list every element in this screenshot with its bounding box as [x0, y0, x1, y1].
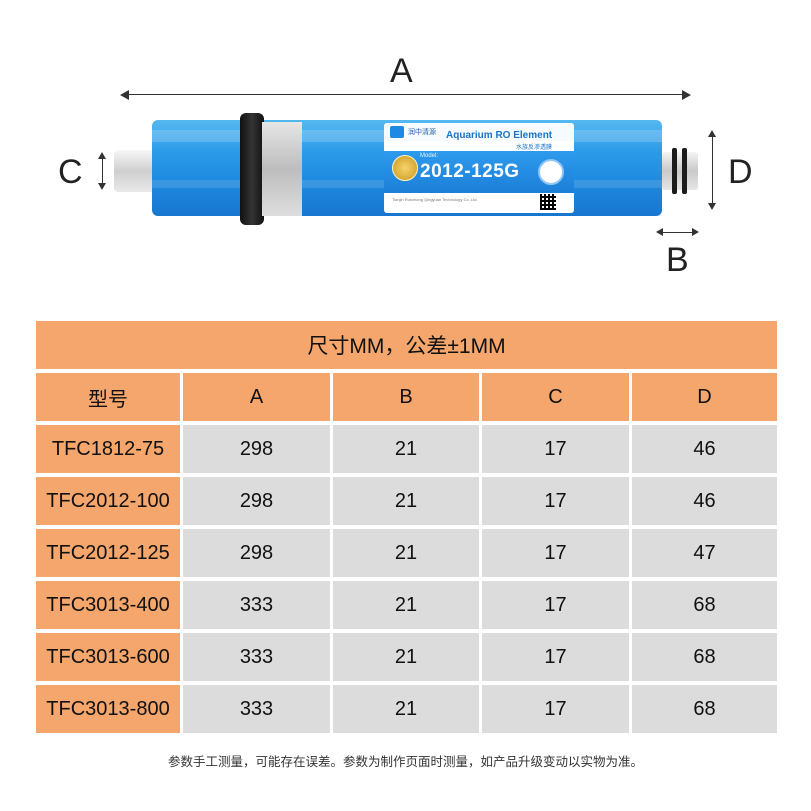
header-cell-b: B	[333, 373, 479, 421]
cell-d: 68	[632, 633, 777, 681]
quality-badge-icon	[392, 155, 418, 181]
cell-a: 333	[183, 633, 330, 681]
permeate-tube-end	[662, 152, 698, 190]
product-diagram: A C D B 润中清源 Aquarium RO Element 水族反渗透膜 …	[0, 0, 811, 300]
dimension-c-label: C	[58, 153, 83, 191]
cell-model: TFC3013-800	[36, 685, 180, 733]
cell-a: 333	[183, 581, 330, 629]
table-title: 尺寸MM，公差±1MM	[36, 321, 777, 369]
cell-d: 47	[632, 529, 777, 577]
table-header-row: 型号 A B C D	[36, 373, 777, 421]
water-logo-icon	[538, 159, 564, 185]
cell-b: 21	[333, 685, 479, 733]
qr-code-icon	[540, 194, 556, 210]
footer-disclaimer: 参数手工测量，可能存在误差。参数为制作页面时测量，如产品升级变动以实物为准。	[167, 755, 643, 769]
table-row: TFC2012-125 298 21 17 47	[36, 529, 777, 577]
cell-b: 21	[333, 425, 479, 473]
cell-model: TFC2012-100	[36, 477, 180, 525]
o-ring	[672, 148, 677, 194]
table-row: TFC3013-800 333 21 17 68	[36, 685, 777, 733]
cell-c: 17	[482, 425, 629, 473]
header-cell-model: 型号	[36, 373, 180, 421]
cell-c: 17	[482, 581, 629, 629]
cell-a: 333	[183, 685, 330, 733]
brine-seal-ring	[240, 113, 264, 225]
label-header	[384, 123, 574, 141]
cell-a: 298	[183, 477, 330, 525]
cell-model: TFC2012-125	[36, 529, 180, 577]
label-subtitle: 水族反渗透膜	[516, 145, 553, 151]
arrow-right-icon	[692, 228, 699, 236]
cell-model: TFC3013-600	[36, 633, 180, 681]
label-title: Aquarium RO Element	[446, 130, 553, 141]
cell-c: 17	[482, 633, 629, 681]
brand-logo-icon	[390, 126, 404, 138]
cell-a: 298	[183, 529, 330, 577]
cell-model: TFC3013-400	[36, 581, 180, 629]
arrow-right-icon	[682, 90, 691, 100]
header-cell-a: A	[183, 373, 330, 421]
header-cell-c: C	[482, 373, 629, 421]
cell-c: 17	[482, 477, 629, 525]
o-ring	[682, 148, 687, 194]
header-cell-d: D	[632, 373, 777, 421]
arrow-left-icon	[120, 90, 129, 100]
dimension-b-label: B	[666, 241, 689, 279]
product-label: 润中清源 Aquarium RO Element 水族反渗透膜 Model: 2…	[384, 123, 574, 213]
cell-b: 21	[333, 477, 479, 525]
cell-b: 21	[333, 581, 479, 629]
left-end-cap	[114, 150, 158, 192]
brine-seal-holder	[262, 122, 302, 216]
dimension-d-label: D	[728, 153, 753, 191]
table-row: TFC1812-75 298 21 17 46	[36, 425, 777, 473]
cell-d: 46	[632, 425, 777, 473]
table-row: TFC3013-600 333 21 17 68	[36, 633, 777, 681]
label-model: 2012-125G	[420, 161, 520, 182]
dimension-c-line	[102, 156, 103, 188]
arrow-left-icon	[656, 228, 663, 236]
cell-c: 17	[482, 529, 629, 577]
cell-a: 298	[183, 425, 330, 473]
arrow-up-icon	[708, 130, 716, 137]
label-company: Tianjin Runzhong Qingyuan Technology Co.…	[392, 197, 478, 202]
cell-model: TFC1812-75	[36, 425, 180, 473]
cell-d: 68	[632, 581, 777, 629]
dimension-b-line	[660, 232, 696, 233]
dimension-a-line	[124, 94, 686, 95]
label-model-prefix: Model:	[420, 153, 439, 159]
table-row: TFC2012-100 298 21 17 46	[36, 477, 777, 525]
label-brand: 润中清源	[408, 129, 436, 136]
cell-d: 68	[632, 685, 777, 733]
dimension-d-line	[712, 134, 713, 208]
cell-c: 17	[482, 685, 629, 733]
cell-d: 46	[632, 477, 777, 525]
cell-b: 21	[333, 633, 479, 681]
arrow-up-icon	[98, 152, 106, 159]
arrow-down-icon	[708, 203, 716, 210]
arrow-down-icon	[98, 183, 106, 190]
table-row: TFC3013-400 333 21 17 68	[36, 581, 777, 629]
dimension-a-label: A	[390, 52, 413, 90]
cell-b: 21	[333, 529, 479, 577]
